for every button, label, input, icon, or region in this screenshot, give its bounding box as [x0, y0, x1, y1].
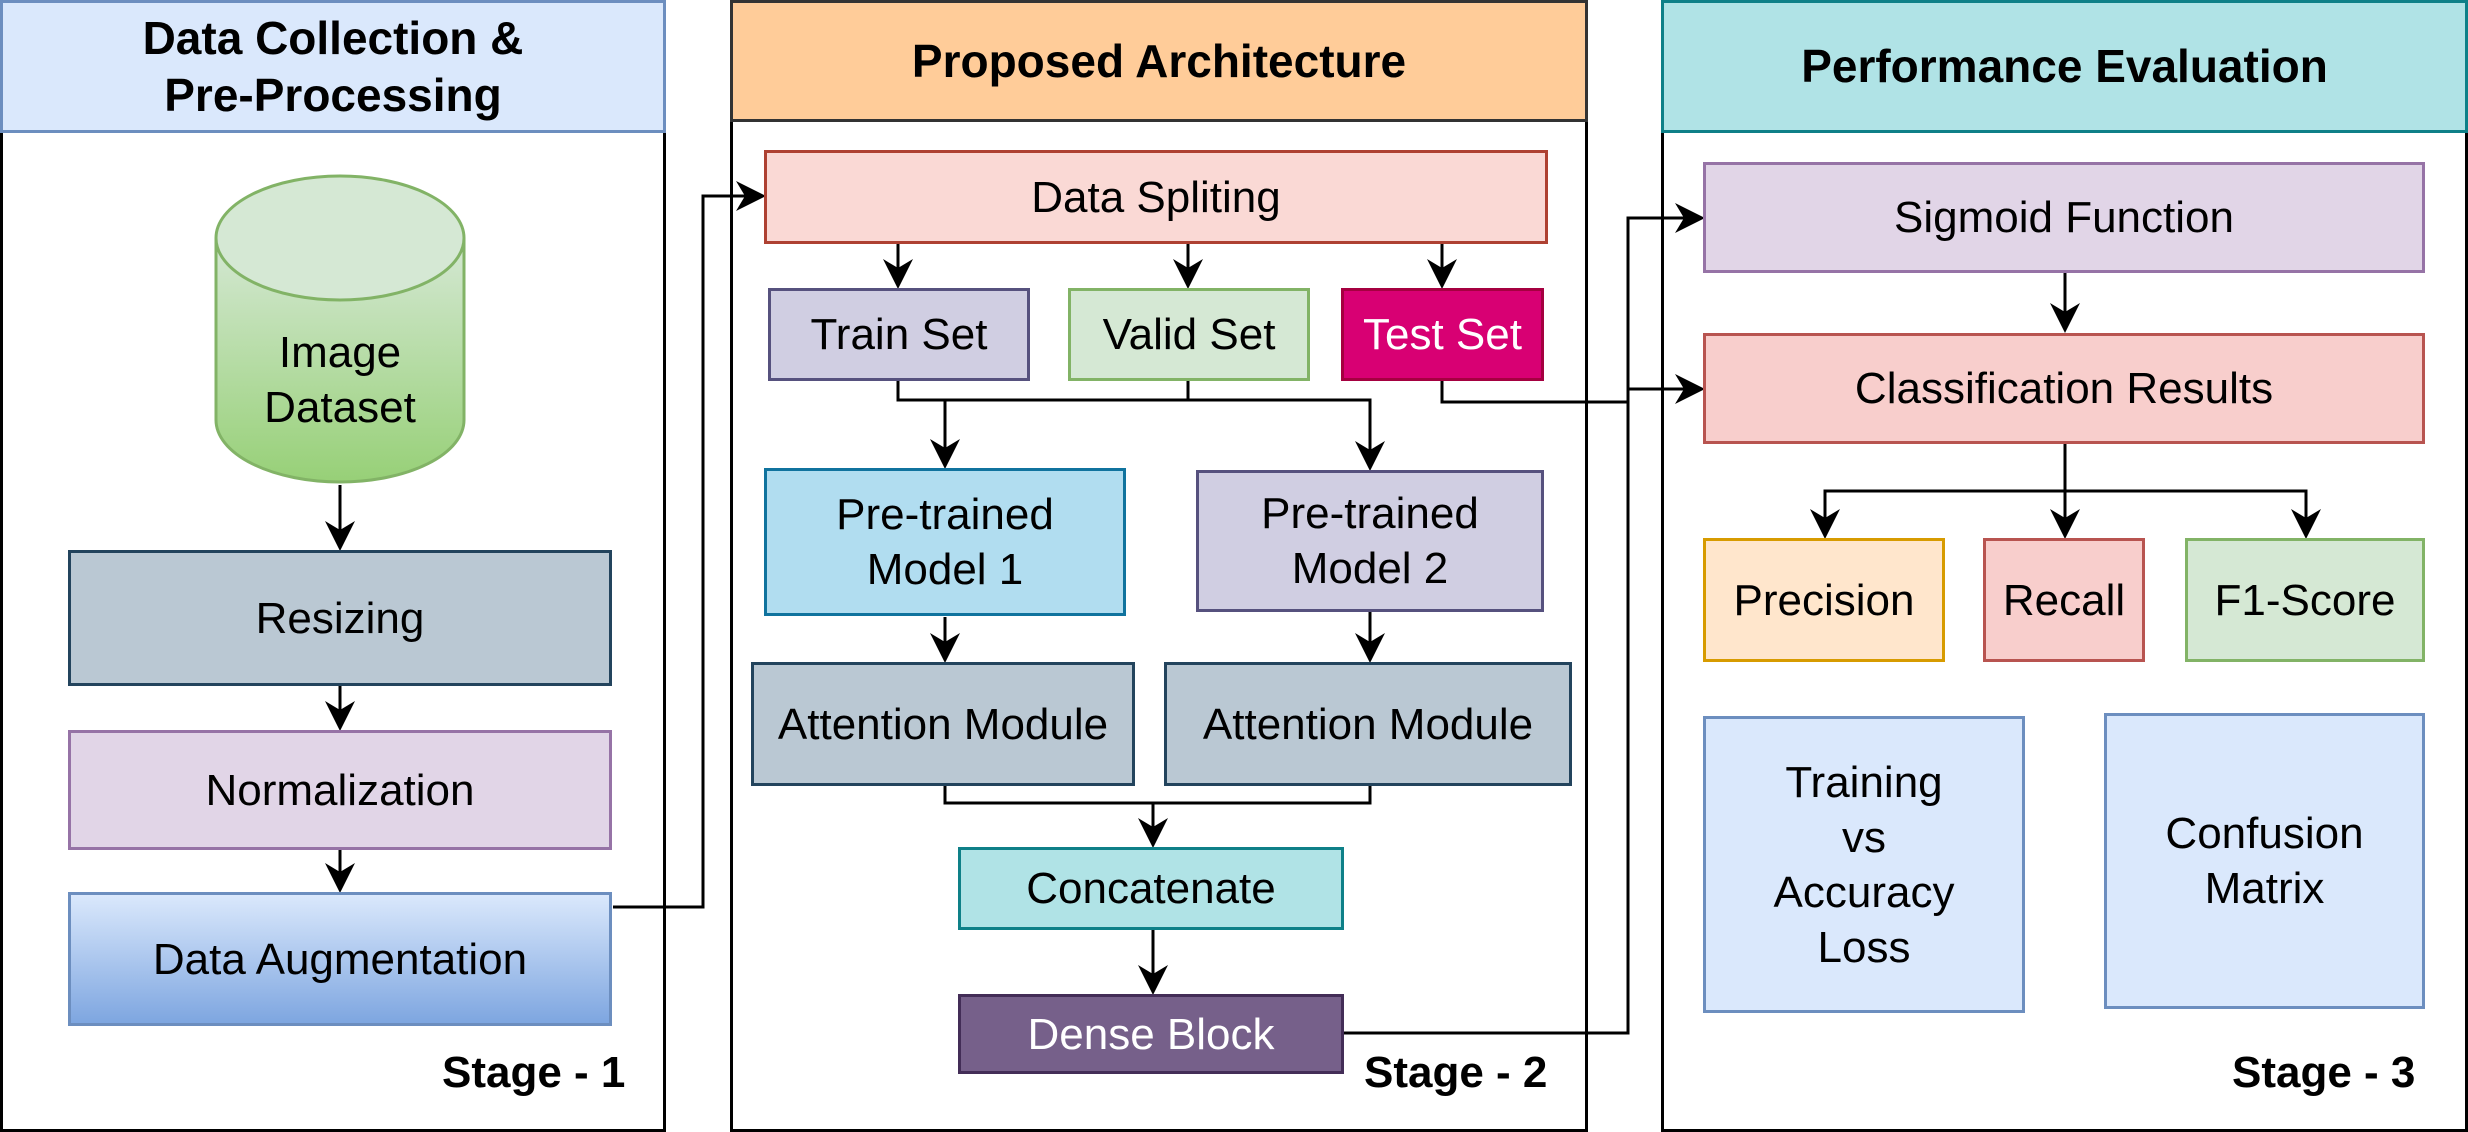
test-set-box: Test Set	[1341, 288, 1544, 381]
attention-module2-label: Attention Module	[1202, 699, 1534, 749]
resizing-label: Resizing	[255, 593, 425, 643]
stage1-title: Data Collection & Pre-Processing	[142, 12, 524, 121]
database-cylinder	[214, 174, 466, 484]
sigmoid-function-box: Sigmoid Function	[1703, 162, 2425, 273]
dense-block-box: Dense Block	[958, 994, 1344, 1074]
arrow-dense-sigmoid	[1344, 203, 1705, 1035]
normalization-box: Normalization	[68, 730, 612, 850]
pretrained-model1-box: Pre-trained Model 1	[764, 468, 1126, 616]
pretrained-model2-label: Pre-trained Model 2	[1261, 489, 1479, 593]
data-splitting-label: Data Spliting	[1031, 172, 1281, 222]
bus-metrics	[1810, 444, 2067, 539]
stage1-label: Stage - 1	[442, 1048, 626, 1097]
stage3-label: Stage - 3	[2232, 1048, 2416, 1097]
valid-set-box: Valid Set	[1068, 288, 1310, 381]
recall-box: Recall	[1983, 538, 2145, 662]
precision-box: Precision	[1703, 538, 1945, 662]
sigmoid-function-label: Sigmoid Function	[1894, 193, 2234, 242]
dense-block-label: Dense Block	[1027, 1009, 1275, 1059]
image-dataset-label: Image Dataset	[264, 328, 416, 432]
augmentation-label: Data Augmentation	[152, 934, 528, 984]
stage2-label: Stage - 2	[1364, 1048, 1548, 1097]
normalization-label: Normalization	[205, 765, 475, 815]
classification-results-box: Classification Results	[1703, 333, 2425, 444]
stage2-title: Proposed Architecture	[911, 34, 1407, 87]
arrow-augmentation-splitting	[613, 181, 766, 909]
test-set-label: Test Set	[1363, 310, 1522, 359]
bus-train-valid	[896, 381, 1385, 471]
recall-label: Recall	[2002, 575, 2126, 625]
attention-module1-box: Attention Module	[751, 662, 1135, 786]
arrow-bus-f1	[2065, 489, 2321, 539]
f1-score-box: F1-Score	[2185, 538, 2425, 662]
resizing-box: Resizing	[68, 550, 612, 686]
training-loss-box: Training vs Accuracy Loss	[1703, 716, 2025, 1013]
concatenate-box: Concatenate	[958, 847, 1344, 930]
arrow-test-classification	[1440, 374, 1705, 404]
train-set-box: Train Set	[768, 288, 1030, 381]
valid-set-label: Valid Set	[1102, 310, 1276, 359]
train-set-label: Train Set	[810, 310, 988, 359]
bus-attention	[943, 786, 1372, 805]
confusion-matrix-box: Confusion Matrix	[2104, 713, 2425, 1009]
pretrained-model1-label: Pre-trained Model 1	[836, 490, 1054, 594]
f1-score-label: F1-Score	[2214, 575, 2396, 625]
attention-module2-box: Attention Module	[1164, 662, 1572, 786]
stage2-header: Proposed Architecture	[730, 0, 1588, 122]
concatenate-label: Concatenate	[1026, 864, 1276, 913]
stage3-title: Performance Evaluation	[1801, 40, 2328, 93]
data-splitting-box: Data Spliting	[764, 150, 1548, 244]
augmentation-box: Data Augmentation	[68, 892, 612, 1026]
attention-module1-label: Attention Module	[777, 699, 1109, 749]
precision-label: Precision	[1733, 575, 1915, 625]
pretrained-model2-box: Pre-trained Model 2	[1196, 470, 1544, 612]
stage3-header: Performance Evaluation	[1661, 0, 2468, 133]
stage1-header: Data Collection & Pre-Processing	[0, 0, 666, 133]
training-loss-label: Training vs Accuracy Loss	[1773, 757, 1955, 972]
confusion-matrix-label: Confusion Matrix	[2165, 809, 2364, 913]
classification-results-label: Classification Results	[1854, 364, 2274, 413]
